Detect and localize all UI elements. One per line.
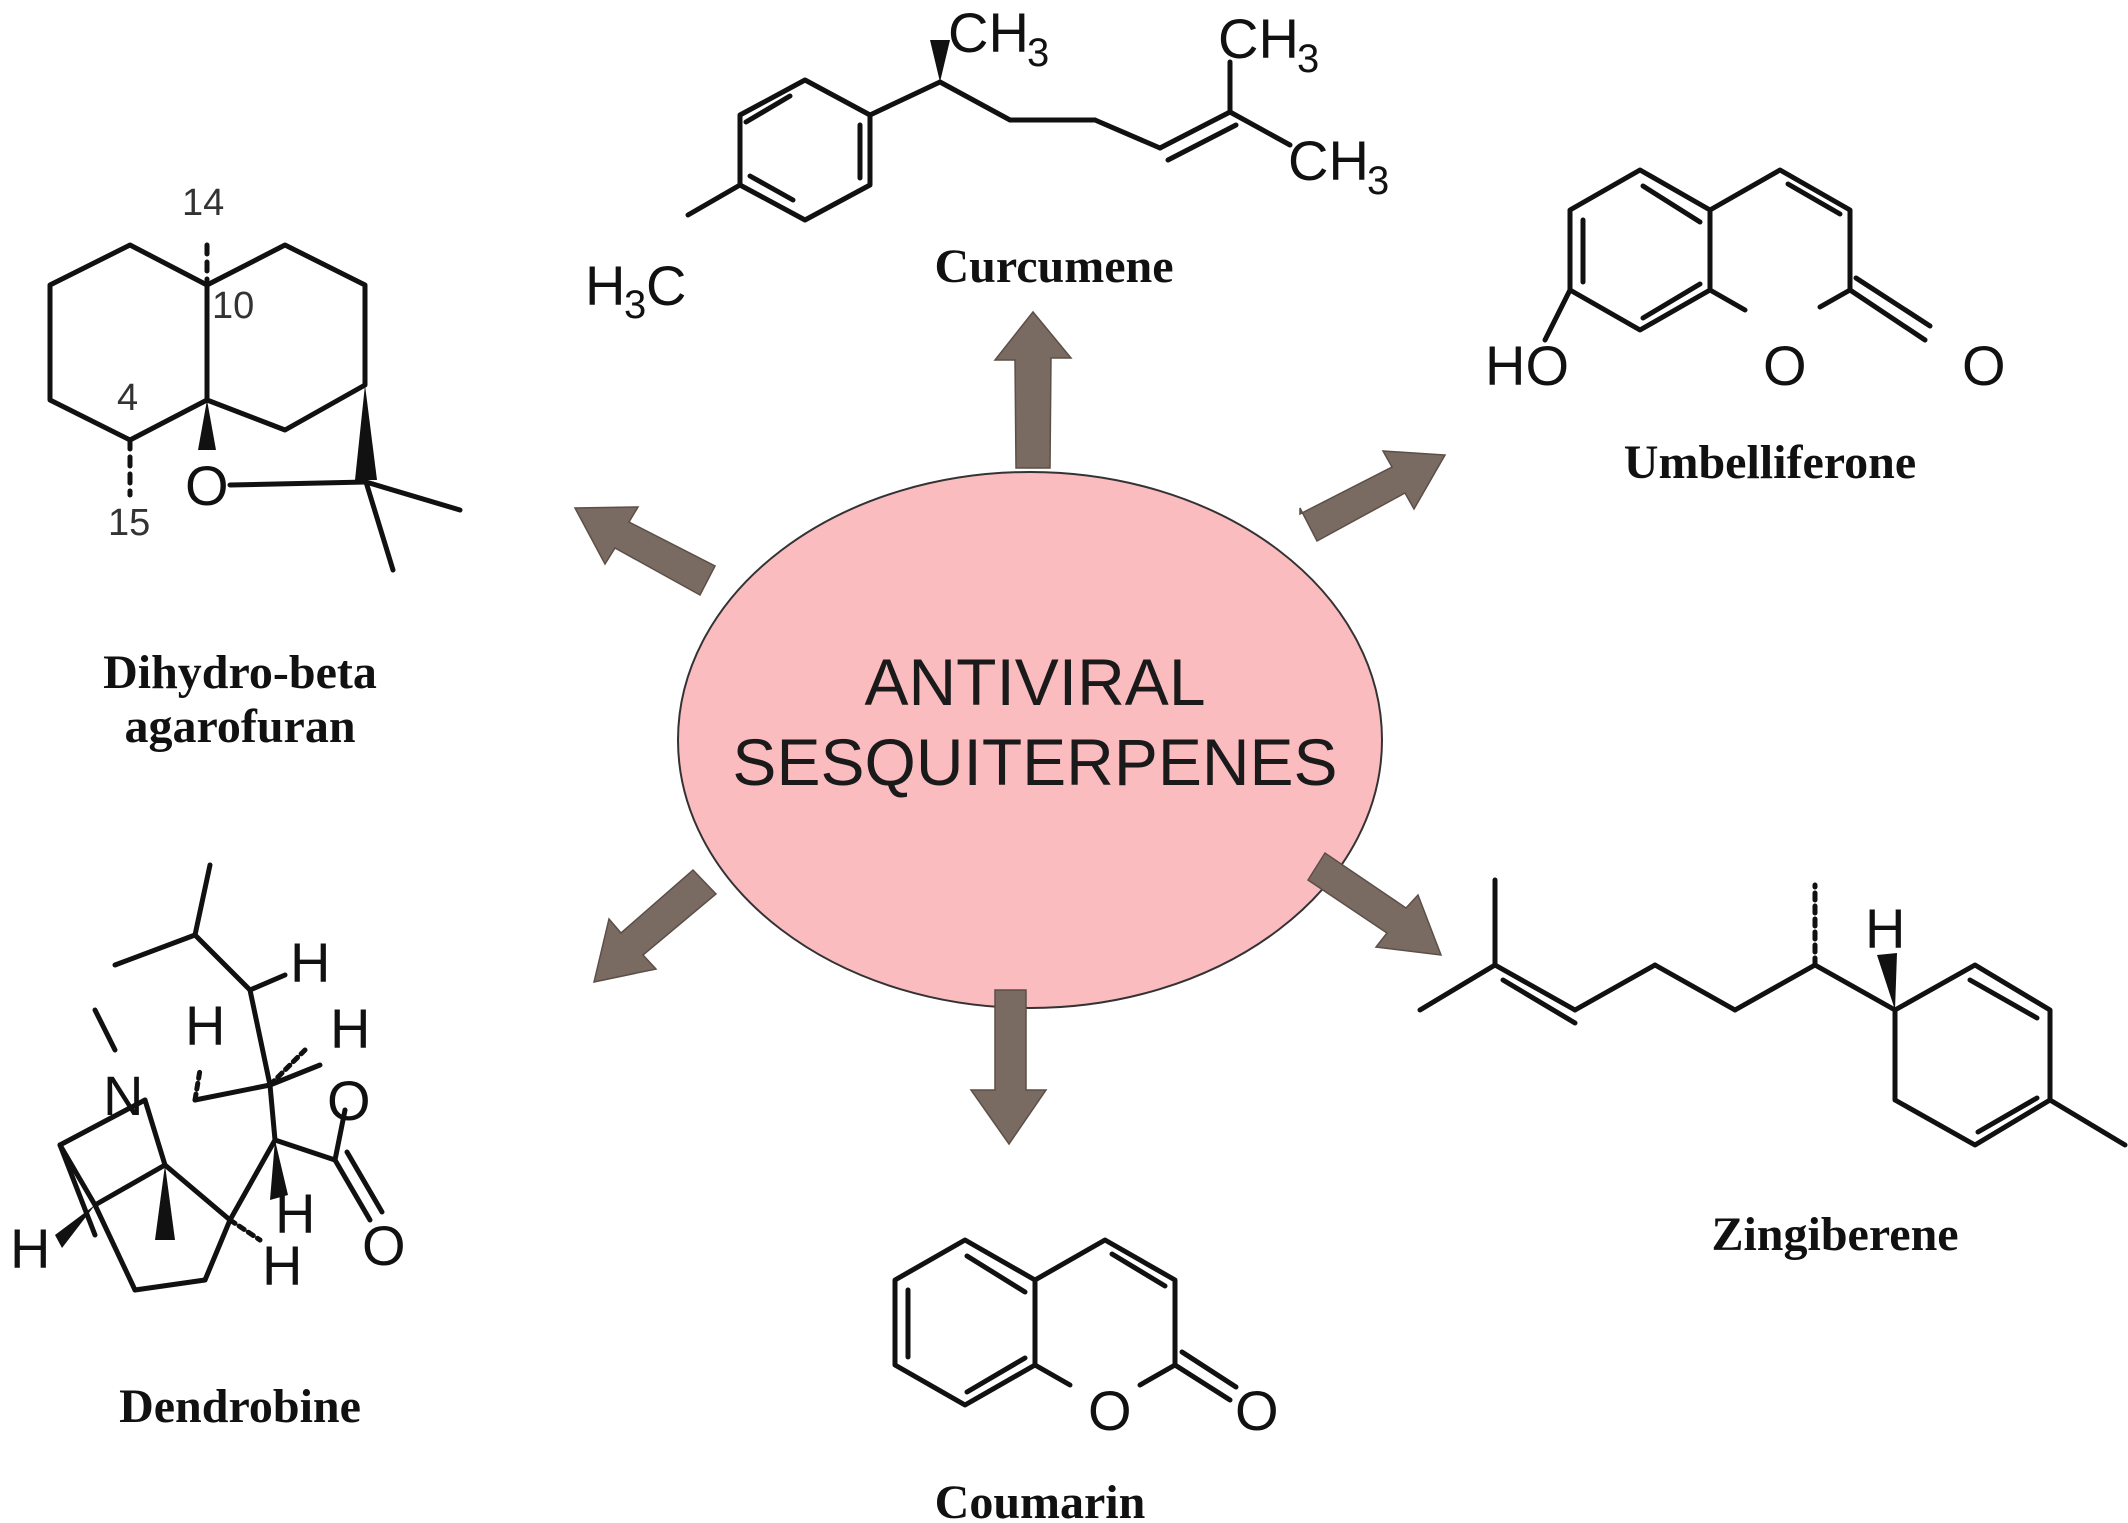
curcumene-structure: CH 3 CH 3 CH 3 H 3 C [585, 1, 1389, 327]
svg-text:3: 3 [1367, 159, 1389, 203]
dendrobine-h3: H [330, 997, 370, 1060]
umbelliferone-label: Umbelliferone [1624, 436, 1916, 489]
umbelliferone-ring-o: O [1763, 334, 1807, 397]
svg-text:C: C [646, 254, 686, 317]
curcumene-benzene-ring [737, 77, 873, 223]
dendrobine-o-ring: O [327, 1069, 371, 1132]
curcumene-ch3-right-bottom: CH [1288, 129, 1369, 192]
center-ellipse [677, 471, 1383, 1009]
center-node: ANTIVIRAL SESQUITERPENES [677, 471, 1383, 1009]
zingiberene-label: Zingiberene [1711, 1208, 1958, 1261]
agarofuran-ring-o: O [185, 454, 229, 517]
dendrobine-h1: H [290, 931, 330, 994]
agarofuran-structure: O 14 10 4 15 [47, 182, 463, 573]
dendrobine-h5: H [275, 1182, 315, 1245]
curcumene-ch3-top: CH [948, 1, 1029, 64]
agarofuran-c14: 14 [182, 182, 224, 224]
arrow-to-agarofuran [573, 506, 717, 597]
svg-text:3: 3 [1027, 31, 1049, 75]
arrows [573, 310, 1447, 1146]
curcumene-label: Curcumene [934, 240, 1173, 293]
agarofuran-label-line1: Dihydro-beta [103, 646, 377, 699]
coumarin-structure: O O [892, 1237, 1279, 1442]
zingiberene-structure: H [1417, 877, 2128, 1148]
coumarin-carbonyl-o: O [1235, 1379, 1279, 1442]
dendrobine-o-carbonyl: O [362, 1214, 406, 1277]
arrow-to-dendrobine [592, 868, 718, 983]
umbelliferone-carbonyl-o: O [1962, 334, 2006, 397]
dendrobine-label: Dendrobine [119, 1380, 361, 1433]
umbelliferone-structure: HO O O [1485, 167, 2006, 397]
coumarin-ring-o: O [1088, 1379, 1132, 1442]
agarofuran-label-line2: agarofuran [124, 700, 355, 753]
curcumene-ch3-right-top: CH [1218, 7, 1299, 70]
coumarin-label: Coumarin [935, 1476, 1146, 1523]
arrow-to-coumarin [969, 989, 1048, 1146]
arrow-to-curcumene [993, 310, 1073, 469]
arrow-to-zingiberene [1306, 851, 1443, 956]
svg-text:3: 3 [624, 283, 646, 327]
dendrobine-n: N [103, 1064, 143, 1127]
arrow-to-umbelliferone [1299, 450, 1447, 543]
center-title-line1: ANTIVIRAL [864, 645, 1205, 719]
curcumene-h3c: H [585, 254, 625, 317]
agarofuran-c4: 4 [117, 377, 138, 419]
dendrobine-h2: H [185, 994, 225, 1057]
agarofuran-c10: 10 [212, 285, 254, 327]
dendrobine-structure: N O O H H H H H H [10, 862, 406, 1297]
svg-text:3: 3 [1297, 37, 1319, 81]
zingiberene-h: H [1865, 897, 1905, 960]
umbelliferone-ho: HO [1485, 334, 1569, 397]
agarofuran-c15: 15 [108, 502, 150, 544]
center-title-line2: SESQUITERPENES [732, 725, 1337, 799]
curcumene-wedge [930, 40, 950, 82]
dendrobine-h6: H [262, 1234, 302, 1297]
dendrobine-h4: H [10, 1217, 50, 1280]
